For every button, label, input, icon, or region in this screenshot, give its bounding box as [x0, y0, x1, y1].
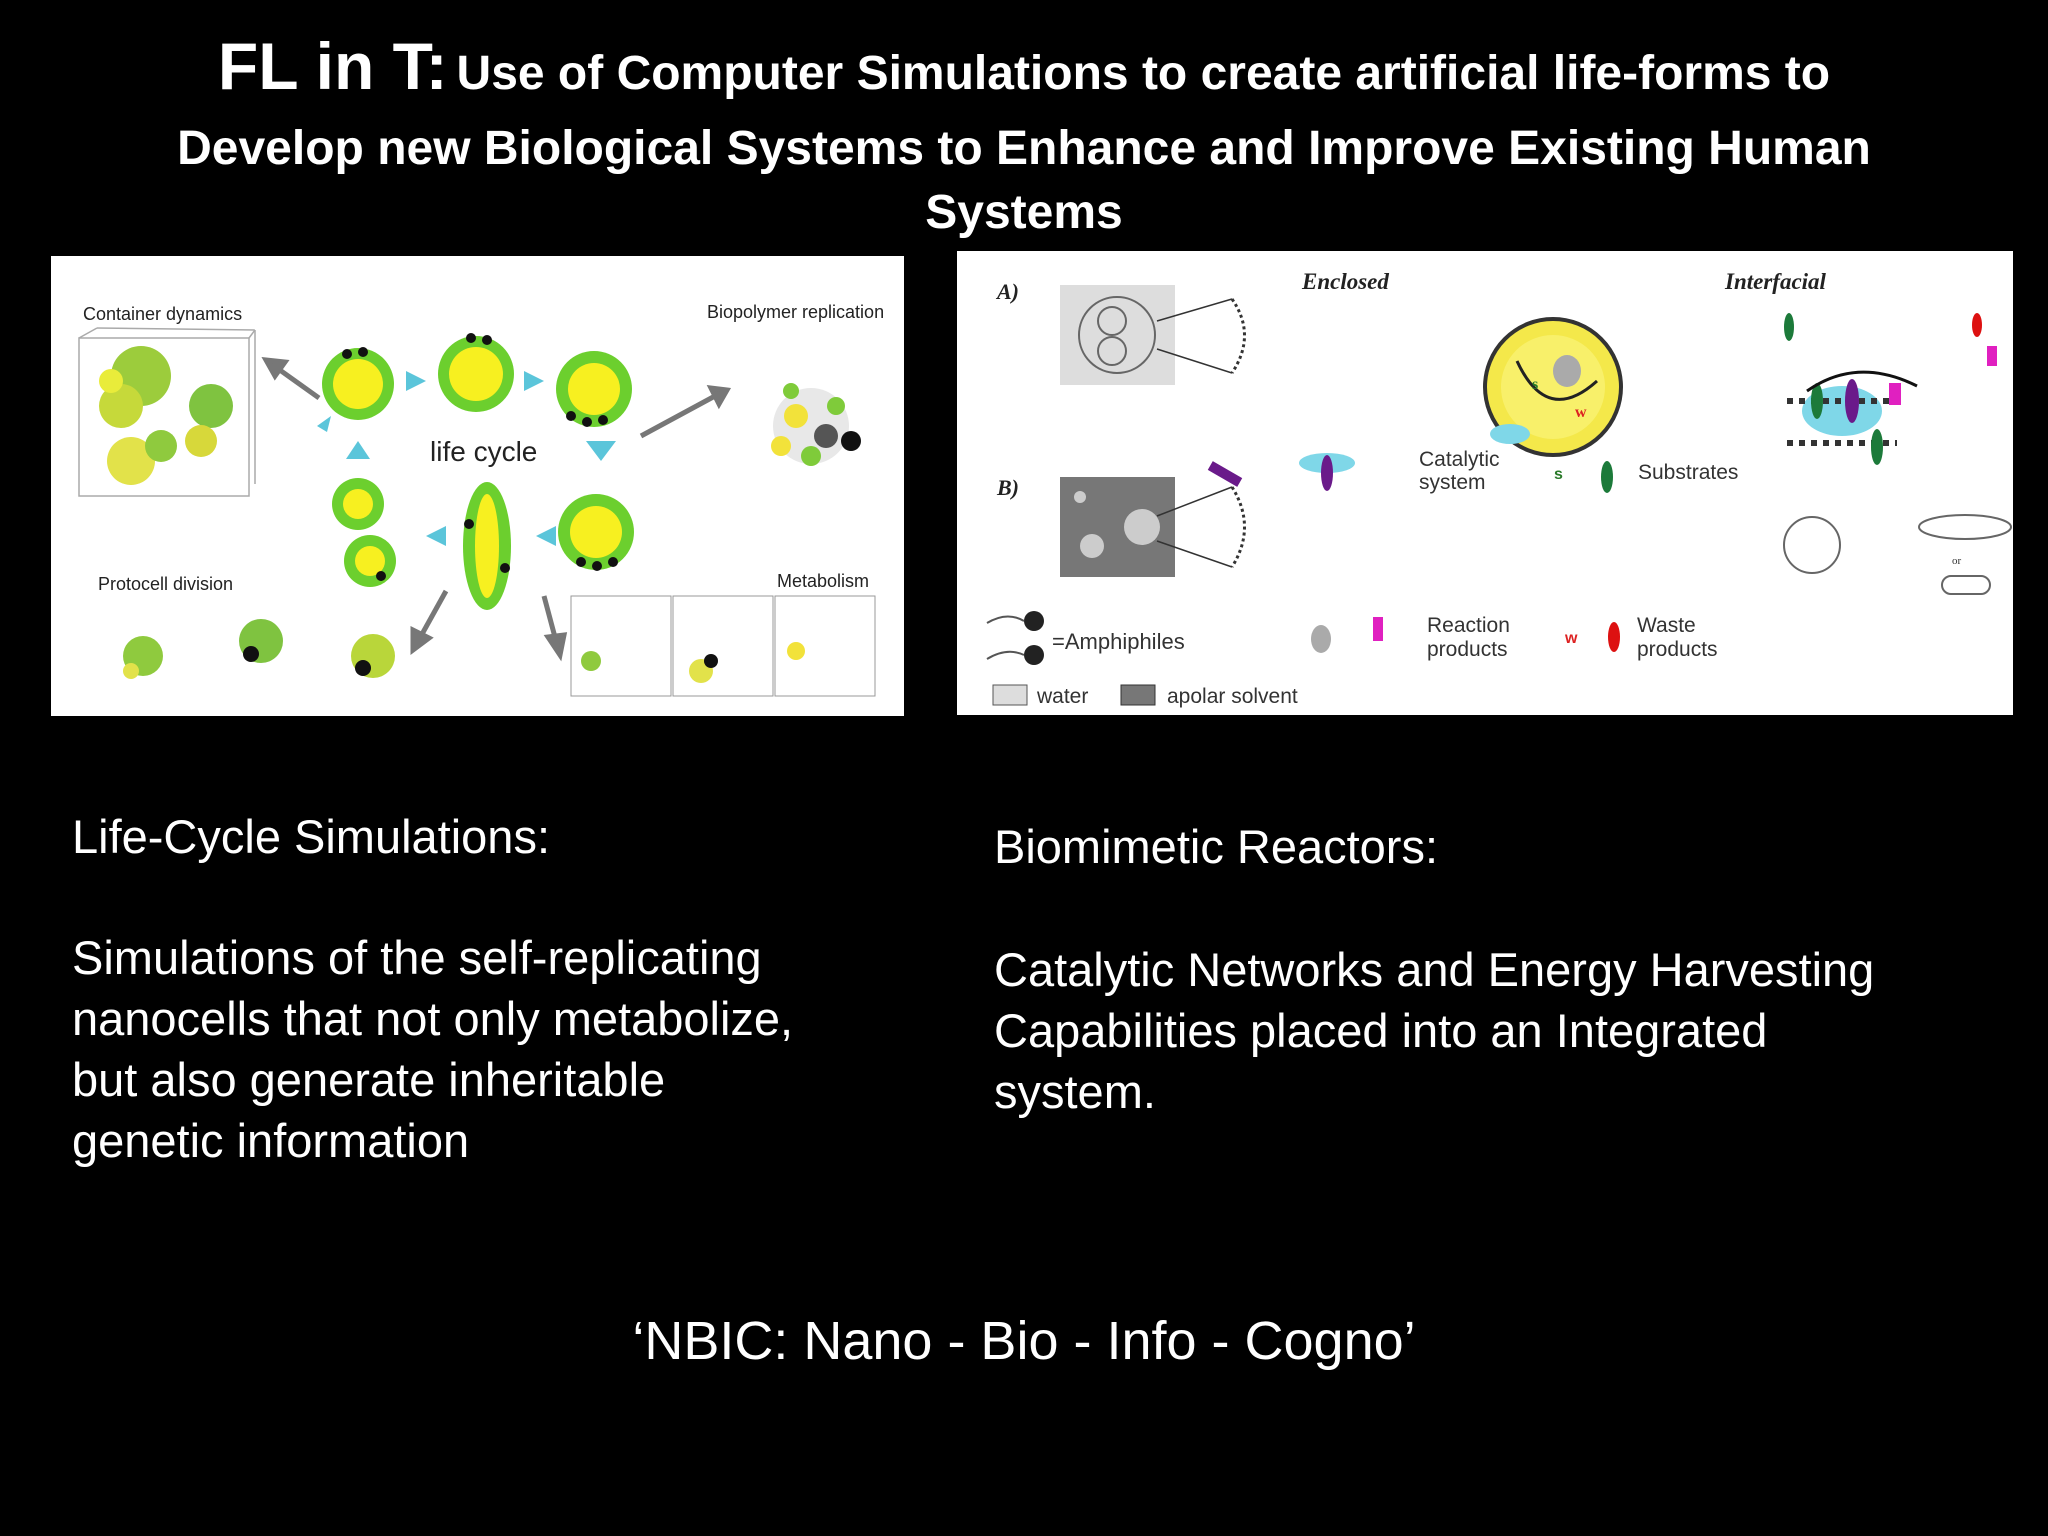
life-cycle-heading: Life-Cycle Simulations: — [72, 810, 551, 863]
enclosed-s-label: s — [1532, 376, 1538, 393]
container-dynamics-label: Container dynamics — [83, 304, 242, 324]
water-vesicle-box — [1060, 285, 1246, 385]
life-cycle-line-3: but also generate inheritable — [72, 1053, 666, 1106]
catalytic-label-2: system — [1419, 471, 1486, 494]
legend: Catalytic system s Substrates =Amphiphil… — [986, 448, 1738, 708]
life-cycle-line-4: genetic information — [72, 1114, 470, 1167]
biomimetic-description: Catalytic Networks and Energy Harvesting… — [994, 939, 1994, 1122]
container-box — [78, 327, 256, 497]
reactor-diagram: A) B) Enclosed Interfacial s w — [986, 269, 2012, 708]
interfacial-membrane: or — [1783, 313, 2012, 595]
biomimetic-line-1: Catalytic Networks and Energy Harvesting — [994, 943, 1875, 996]
title-line-3: Systems — [925, 186, 1123, 239]
catalytic-label-1: Catalytic — [1419, 448, 1500, 471]
biomimetic-line-2: Capabilities placed into an Integrated — [994, 1004, 1768, 1057]
interfacial-label: Interfacial — [1724, 269, 1827, 294]
life-cycle-description: Simulations of the self-replicating nano… — [72, 927, 952, 1171]
protocell-division-label: Protocell division — [98, 574, 233, 594]
enclosed-label: Enclosed — [1301, 269, 1389, 294]
amphiphiles-label: =Amphiphiles — [1052, 629, 1185, 654]
protocell-stage-3 — [556, 351, 632, 427]
lifecycle-arrows — [317, 371, 616, 546]
protocell-stage-1 — [322, 347, 394, 420]
apolar-box — [1060, 477, 1246, 577]
panel-a-label: A) — [995, 279, 1019, 304]
protocell-stage-4 — [558, 494, 634, 571]
life-cycle-line-2: nanocells that not only metabolize, — [72, 992, 794, 1045]
life-cycle-label: life cycle — [430, 436, 537, 467]
reaction-label-2: products — [1427, 638, 1508, 661]
slide-title: FL in T: Use of Computer Simulations to … — [60, 33, 1988, 245]
output-arrows — [261, 357, 732, 662]
protocell-stage-6 — [332, 478, 396, 587]
metabolism-label: Metabolism — [777, 571, 869, 591]
title-line-2: Develop new Biological Systems to Enhanc… — [177, 122, 1871, 175]
life-cycle-line-1: Simulations of the self-replicating — [72, 931, 762, 984]
metabolism-panels — [570, 595, 876, 697]
waste-symbol: w — [1564, 630, 1578, 647]
biopolymer-cluster — [771, 383, 861, 466]
enclosed-vesicle: s w — [1483, 317, 1623, 457]
substrates-label: Substrates — [1638, 461, 1738, 484]
or-label: or — [1952, 555, 1962, 567]
life-cycle-figure: Container dynamics Biopolymer replicatio… — [51, 256, 904, 716]
title-line-1: Use of Computer Simulations to create ar… — [456, 47, 1831, 100]
life-cycle-diagram: Container dynamics Biopolymer replicatio… — [78, 302, 884, 697]
container-blob-cluster — [99, 346, 233, 485]
biomimetic-reactor-figure: A) B) Enclosed Interfacial s w — [957, 251, 2013, 715]
enclosed-w-label: w — [1575, 404, 1587, 421]
water-label: water — [1036, 685, 1088, 708]
biopolymer-replication-label: Biopolymer replication — [707, 302, 884, 322]
title-prefix: FL in T: — [217, 29, 448, 103]
nbic-footer: ‘NBIC: Nano - Bio - Info - Cogno’ — [632, 1311, 1416, 1371]
apolar-solvent-label: apolar solvent — [1167, 685, 1298, 708]
substrates-symbol: s — [1554, 466, 1563, 483]
protocell-stage-2 — [438, 333, 514, 412]
division-clusters — [123, 619, 395, 679]
biomimetic-line-3: system. — [994, 1065, 1156, 1118]
panel-b-label: B) — [996, 475, 1019, 500]
reaction-label-1: Reaction — [1427, 614, 1510, 637]
waste-label-1: Waste — [1637, 614, 1696, 637]
waste-label-2: products — [1637, 638, 1718, 661]
biomimetic-heading: Biomimetic Reactors: — [994, 820, 1438, 873]
protocell-stage-5 — [463, 482, 511, 610]
